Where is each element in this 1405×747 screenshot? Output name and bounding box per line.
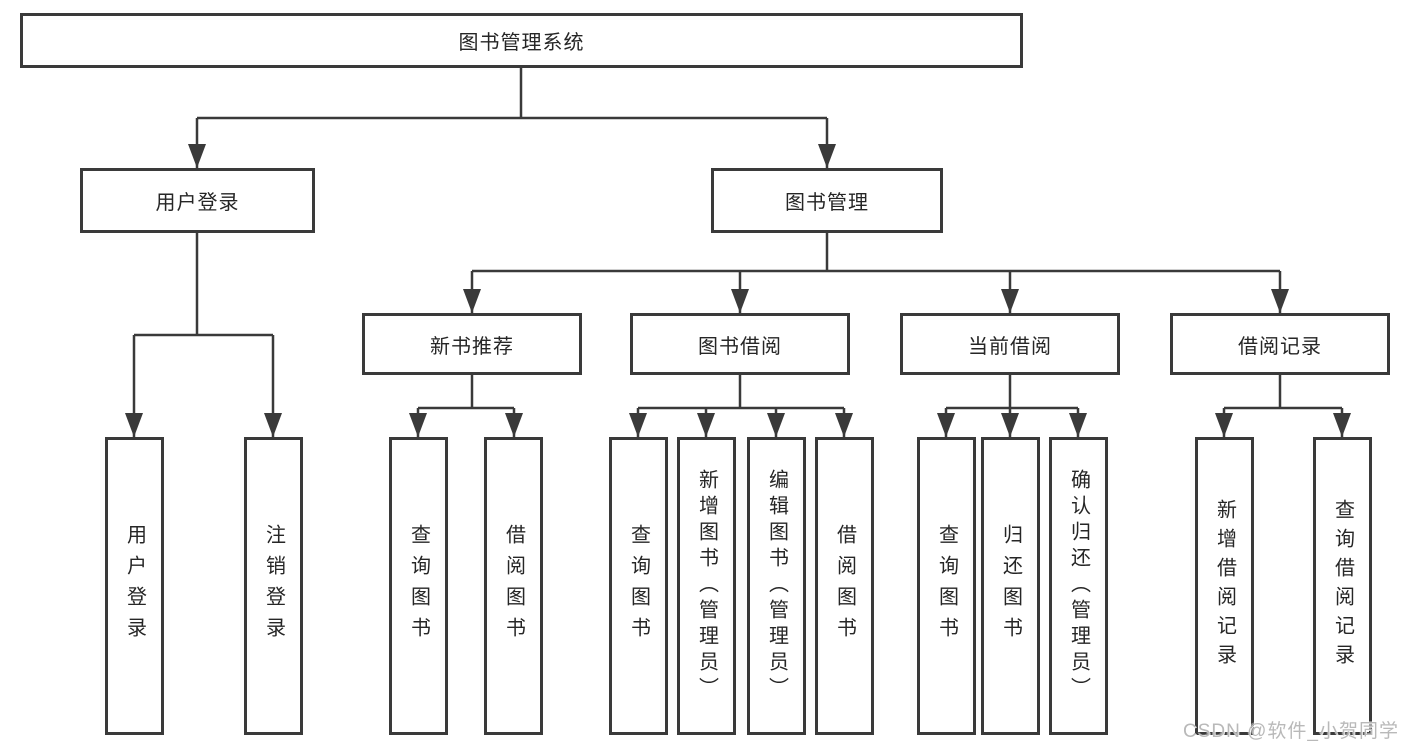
leaf-edit-books-admin: 编辑图书（管理员）: [747, 437, 806, 735]
leaf-return-books: 归还图书: [981, 437, 1040, 735]
leaf-user-login: 用户登录: [105, 437, 164, 735]
node-book-management: 图书管理: [711, 168, 943, 233]
watermark: CSDN @软件_小贺同学: [1183, 721, 1399, 742]
node-new-book-recommend: 新书推荐: [362, 313, 582, 375]
leaf-borrow-query-books: 查询图书: [609, 437, 668, 735]
leaf-borrow-books: 借阅图书: [815, 437, 874, 735]
leaf-recommend-query-books: 查询图书: [389, 437, 448, 735]
connector-arrowheads: [125, 144, 1351, 437]
node-user-login: 用户登录: [80, 168, 315, 233]
node-book-borrow: 图书借阅: [630, 313, 850, 375]
node-root: 图书管理系统: [20, 13, 1023, 68]
leaf-recommend-borrow-books: 借阅图书: [484, 437, 543, 735]
node-borrow-records: 借阅记录: [1170, 313, 1390, 375]
node-current-borrow: 当前借阅: [900, 313, 1120, 375]
leaf-current-query-books: 查询图书: [917, 437, 976, 735]
leaf-add-borrow-record: 新增借阅记录: [1195, 437, 1254, 735]
leaf-query-borrow-record: 查询借阅记录: [1313, 437, 1372, 735]
leaf-logout: 注销登录: [244, 437, 303, 735]
leaf-add-books-admin: 新增图书（管理员）: [677, 437, 736, 735]
leaf-confirm-return-admin: 确认归还（管理员）: [1049, 437, 1108, 735]
connector-lines: [132, 68, 1344, 437]
